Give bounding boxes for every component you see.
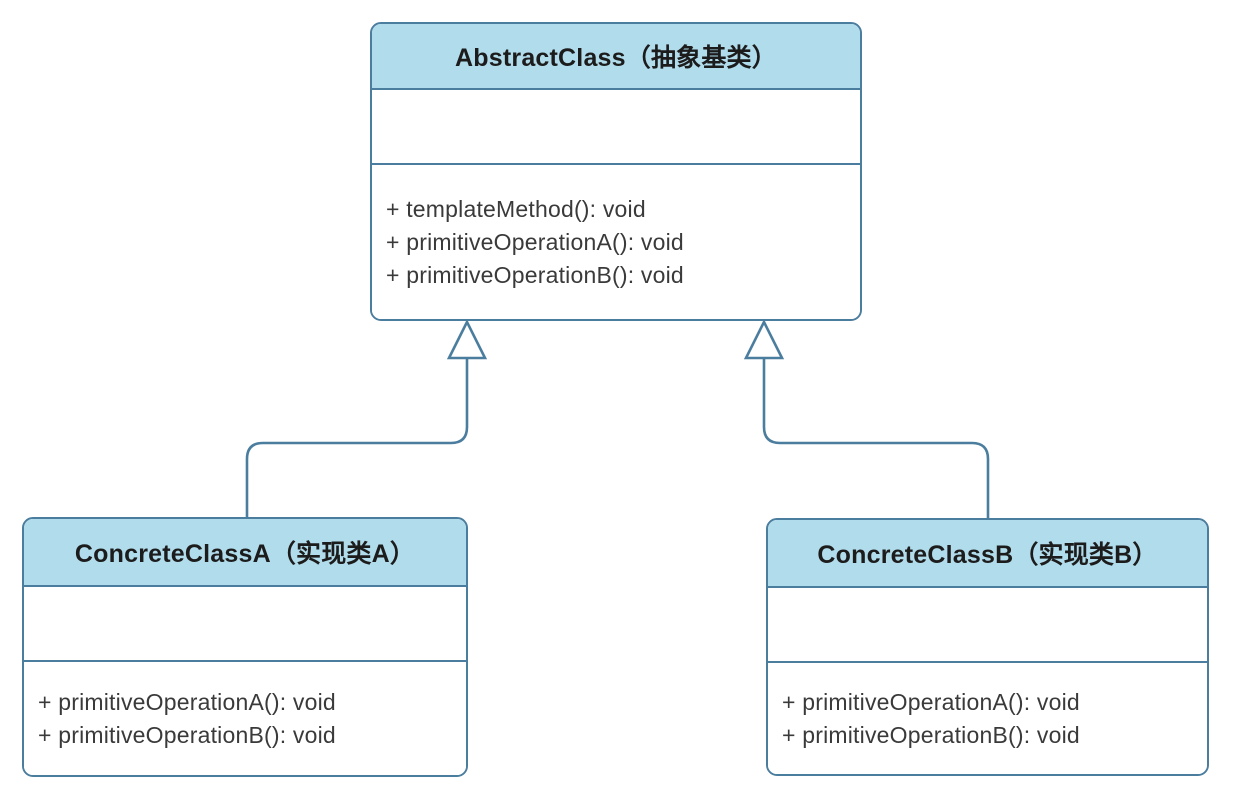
class-name-header: ConcreteClassB（实现类B） [768, 520, 1207, 588]
class-name-header: ConcreteClassA（实现类A） [24, 519, 466, 587]
generalization-triangle-icon [743, 319, 785, 360]
attributes-compartment [768, 588, 1207, 663]
method-item: + primitiveOperationB(): void [386, 261, 684, 288]
class-box-abstract-class: AbstractClass（抽象基类） + templateMethod(): … [370, 22, 862, 321]
methods-compartment: + templateMethod(): void + primitiveOper… [372, 165, 860, 319]
class-box-concrete-class-b: ConcreteClassB（实现类B） + primitiveOperatio… [766, 518, 1209, 776]
method-item: + templateMethod(): void [386, 195, 646, 222]
class-box-concrete-class-a: ConcreteClassA（实现类A） + primitiveOperatio… [22, 517, 468, 777]
method-item: + primitiveOperationA(): void [38, 688, 336, 715]
method-item: + primitiveOperationB(): void [38, 721, 336, 748]
methods-compartment: + primitiveOperationA(): void + primitiv… [24, 662, 466, 775]
method-item: + primitiveOperationA(): void [386, 228, 684, 255]
attributes-compartment [24, 587, 466, 662]
method-item: + primitiveOperationA(): void [782, 688, 1080, 715]
generalization-triangle-icon [446, 319, 488, 360]
method-item: + primitiveOperationB(): void [782, 721, 1080, 748]
attributes-compartment [372, 90, 860, 165]
methods-compartment: + primitiveOperationA(): void + primitiv… [768, 663, 1207, 774]
class-name-header: AbstractClass（抽象基类） [372, 24, 860, 90]
inheritance-line-a [245, 358, 469, 517]
inheritance-line-b [762, 358, 990, 518]
